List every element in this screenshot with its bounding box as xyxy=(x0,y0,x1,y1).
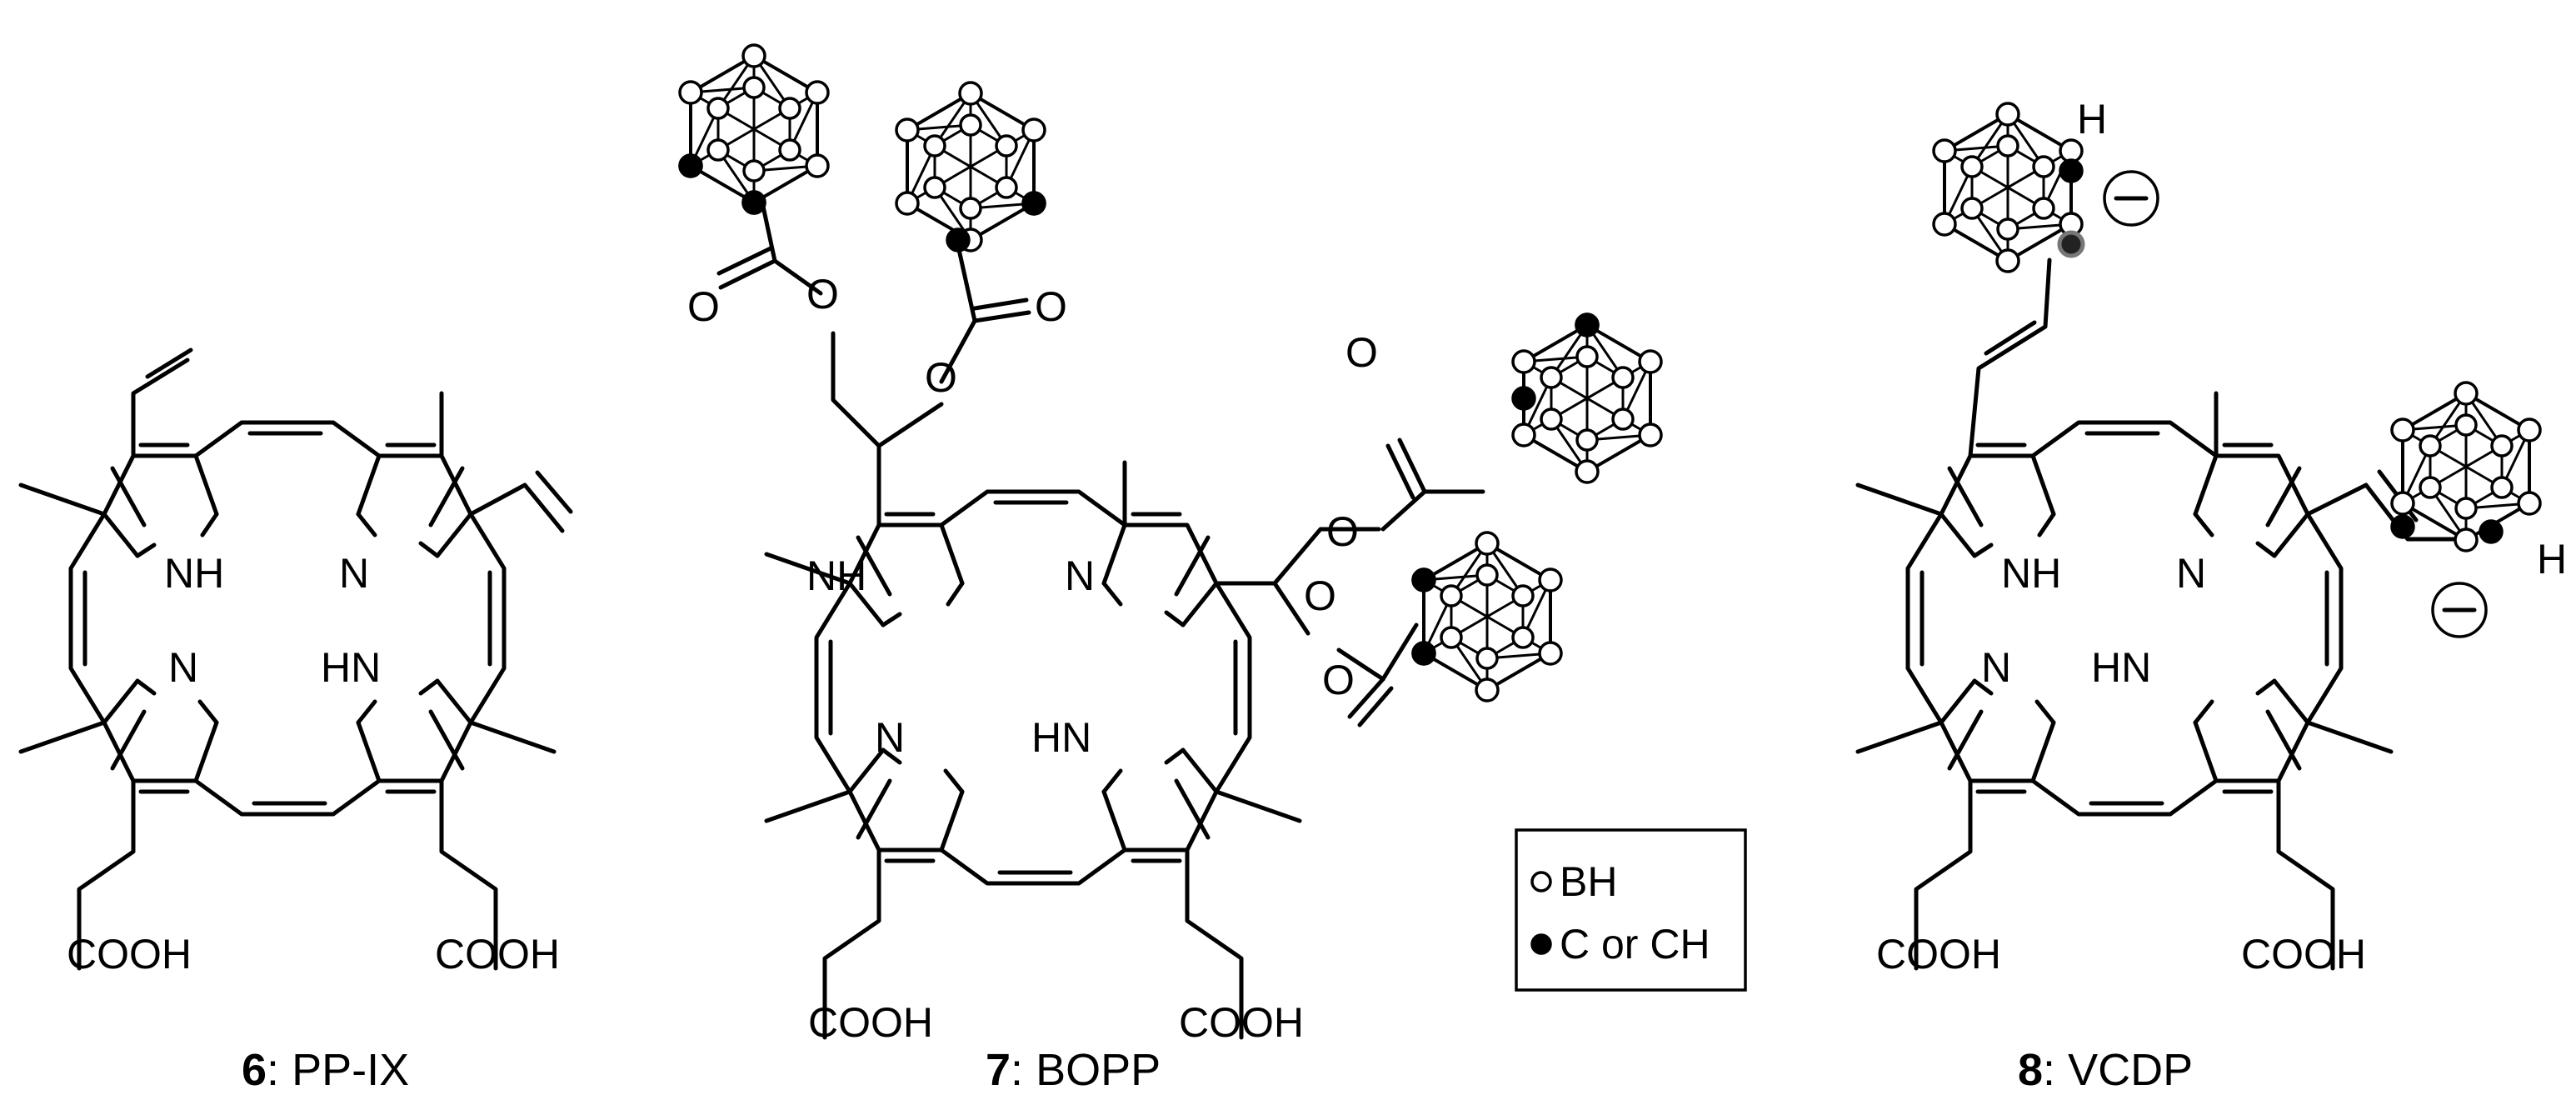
atom-o: O xyxy=(1326,508,1359,555)
atom-o: O xyxy=(925,354,957,401)
atom-n: N xyxy=(339,550,369,597)
molecule-pp-ix xyxy=(18,348,573,971)
atom-cooh: COOH xyxy=(2241,931,2366,978)
atom-cooh: COOH xyxy=(808,999,933,1046)
c-marker-icon xyxy=(1530,933,1552,955)
atom-o: O xyxy=(687,283,720,330)
caption-pp-ix: 6: PP-IX xyxy=(242,1045,409,1095)
atom-n: N xyxy=(2176,550,2206,597)
carborane-cage xyxy=(1511,312,1663,484)
atom-o: O xyxy=(1304,572,1336,619)
carborane-cage xyxy=(678,43,830,215)
atom-nh: NH xyxy=(164,550,224,597)
bh-marker-icon xyxy=(1530,871,1552,892)
pp-ix-atom-labels: NH N N HN COOH COOH xyxy=(67,550,560,978)
caption-vcdp: 8: VCDP xyxy=(2018,1045,2193,1095)
atom-cooh: COOH xyxy=(435,931,560,978)
legend-bh-label: BH xyxy=(1560,858,1617,905)
caption-bopp: 7: BOPP xyxy=(986,1045,1161,1095)
vcdp-atom-labels: NH N N HN COOH COOH H H xyxy=(1876,96,2567,978)
bopp-ester-right-lower xyxy=(1336,622,1419,728)
atom-cooh: COOH xyxy=(67,931,192,978)
carborane-cage xyxy=(895,81,1046,252)
legend: BH C or CH xyxy=(1515,828,1747,992)
nido-carborane-cage xyxy=(1932,102,2085,273)
atom-o: O xyxy=(1035,283,1067,330)
atom-n: N xyxy=(875,714,905,761)
atom-hn: HN xyxy=(321,644,381,691)
atom-hn: HN xyxy=(2091,644,2151,691)
bopp-ester-upper-left xyxy=(716,200,823,296)
legend-c-label: C or CH xyxy=(1560,921,1710,968)
atom-nh: NH xyxy=(806,552,866,599)
molecule-vcdp xyxy=(1855,258,2477,971)
atom-h: H xyxy=(2077,96,2107,142)
atom-cooh: COOH xyxy=(1179,999,1304,1046)
atom-hn: HN xyxy=(1031,714,1091,761)
atom-nh: NH xyxy=(2001,550,2061,597)
atom-h: H xyxy=(2537,536,2567,582)
atom-n: N xyxy=(168,644,198,691)
atom-o: O xyxy=(1322,657,1355,703)
nido-carborane-cage xyxy=(2390,381,2542,552)
atom-cooh: COOH xyxy=(1876,931,2001,978)
legend-box xyxy=(1515,828,1747,992)
bopp-atom-labels: NH N N HN COOH COOH O O O O O O O O xyxy=(687,271,1378,1046)
atom-n: N xyxy=(1981,644,2011,691)
atom-n: N xyxy=(1065,552,1095,599)
atom-o: O xyxy=(1345,329,1378,376)
atom-o: O xyxy=(806,271,839,318)
bopp-ester-upper-right xyxy=(939,243,1031,384)
molecule-bopp xyxy=(764,331,1381,1040)
carborane-cage xyxy=(1411,531,1563,702)
negative-charge-icon xyxy=(2431,582,2488,638)
negative-charge-icon xyxy=(2103,170,2159,227)
bopp-ester-right-upper xyxy=(1380,438,1485,532)
